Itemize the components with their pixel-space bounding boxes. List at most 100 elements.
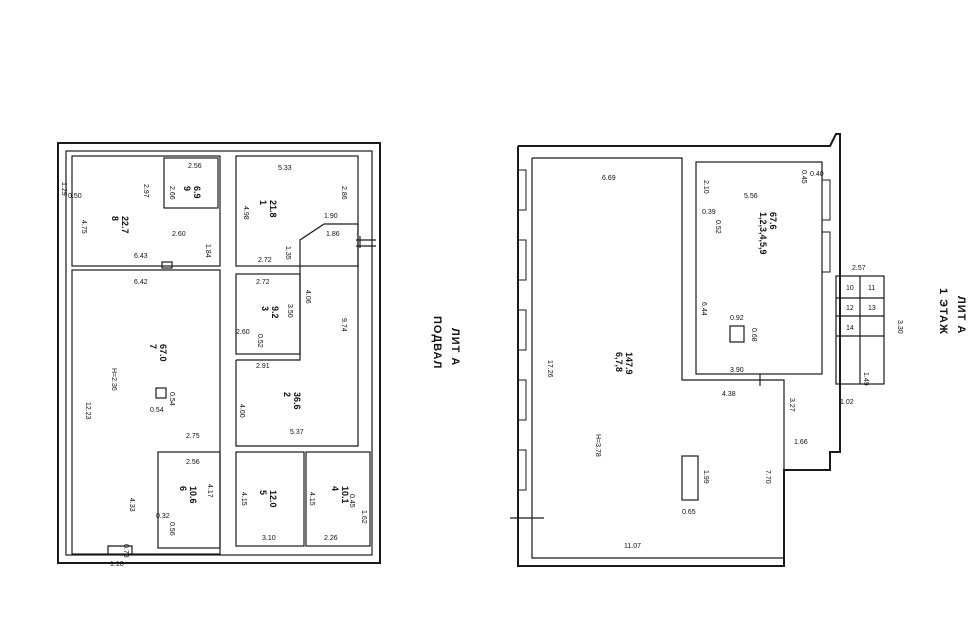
- dimension-label: 0.68: [750, 328, 757, 342]
- window: [517, 239, 527, 281]
- dimension-label: 5.33: [278, 165, 292, 172]
- dimension-label: 2.86: [340, 186, 347, 200]
- niche-mark: [107, 545, 133, 554]
- window: [821, 231, 831, 273]
- basement-outer-wall: [57, 142, 381, 564]
- basement-inner-wall: [65, 150, 373, 556]
- dimension-label: 1.02: [840, 399, 854, 406]
- room-1-9-label: 1,2,3,4,5,9 67.6: [758, 212, 778, 255]
- svg-text:5: 5: [258, 490, 268, 495]
- dimension-label: 0.45: [348, 494, 355, 508]
- first-floor-lit-label: ЛИТ А: [955, 296, 967, 334]
- room-1-9-outline: [695, 161, 823, 375]
- dimension-label: 6.44: [700, 302, 707, 316]
- room-6-7-8-label: 6,7,8 147.9 H=3.78: [594, 352, 634, 457]
- svg-text:H=3.78: H=3.78: [594, 434, 601, 457]
- svg-text:67.0: 67.0: [158, 344, 168, 362]
- dimension-label: 6.69: [602, 175, 616, 182]
- dimension-label: 5.56: [744, 193, 758, 200]
- dimension-label: 2.56: [188, 163, 202, 170]
- dimension-label: 4.17: [206, 484, 213, 498]
- room-2-label: 2 36.6: [282, 392, 302, 410]
- room-3-label: 3 9.2: [260, 306, 280, 319]
- svg-text:9: 9: [182, 186, 192, 191]
- opening-mark: [161, 261, 173, 269]
- first-floor-label: 1 ЭТАЖ: [937, 288, 949, 335]
- dimension-label: 3.90: [730, 367, 744, 374]
- dimension-label: 1.99: [702, 470, 709, 484]
- dimension-label: 0.52: [714, 220, 721, 234]
- dimension-label: 4.38: [722, 391, 736, 398]
- dimension-label: 9.74: [340, 318, 347, 332]
- svg-text:12.0: 12.0: [268, 490, 278, 508]
- window: [517, 379, 527, 421]
- dimension-label: 1.84: [204, 244, 211, 258]
- room-1-outline: [235, 155, 359, 267]
- room-6-7-8-outline: [531, 157, 785, 559]
- dimension-label: 2.60: [172, 231, 186, 238]
- room-9-outline: [163, 157, 219, 209]
- dimension-label: 2.75: [186, 433, 200, 440]
- window: [517, 169, 527, 211]
- svg-text:8: 8: [110, 216, 120, 221]
- dimension-label: 4.98: [242, 206, 249, 220]
- fixture-mark: [729, 325, 745, 343]
- room-10-label: 10: [846, 285, 854, 292]
- dimension-label: 1.90: [324, 213, 338, 220]
- dimension-label: 6.42: [134, 279, 148, 286]
- dimension-label: 0.52: [256, 334, 263, 348]
- dimension-label: 2.91: [256, 363, 270, 370]
- room-5-label: 5 12.0: [258, 490, 278, 508]
- fixture-mark: [681, 455, 699, 501]
- room-12-label: 12: [846, 305, 854, 312]
- basement-lit-label: ЛИТ А: [449, 328, 461, 366]
- dimension-label: 0.56: [168, 522, 175, 536]
- dimension-label: 4.00: [238, 404, 245, 418]
- svg-text:21.8: 21.8: [268, 200, 278, 218]
- first-floor-title: ЛИТ А 1 ЭТАЖ: [937, 288, 967, 335]
- svg-text:H=2.36: H=2.36: [110, 368, 117, 391]
- dimension-label: 1.62: [360, 510, 367, 524]
- dimension-label: 0.65: [682, 509, 696, 516]
- dimension-label: 0.50: [68, 193, 82, 200]
- dimension-label: 2.26: [324, 535, 338, 542]
- svg-text:6,7,8: 6,7,8: [614, 352, 624, 372]
- dimension-label: 2.60: [236, 329, 250, 336]
- window: [517, 449, 527, 491]
- column-mark: [155, 387, 167, 399]
- svg-text:1: 1: [258, 200, 268, 205]
- dimension-label: 11.07: [624, 543, 641, 550]
- room-8-outline: [71, 155, 221, 267]
- svg-text:22.7: 22.7: [120, 216, 130, 234]
- dimension-label: 2.10: [702, 180, 709, 194]
- dimension-label: 4.15: [240, 492, 247, 506]
- dimension-label: 3.10: [262, 535, 276, 542]
- svg-text:9.2: 9.2: [270, 306, 280, 319]
- room-4-outline: [305, 451, 371, 547]
- dimension-label: 2.57: [852, 265, 866, 272]
- dimension-label: 2.56: [186, 459, 200, 466]
- dimension-label: 0.92: [730, 315, 744, 322]
- dimension-label: 5.37: [290, 429, 304, 436]
- first-floor-dimensions: 6.69 17.26 2.10 5.56 0.45 0.40 0.39 0.52…: [546, 170, 903, 550]
- room-9-label: 9 6.9: [182, 186, 202, 199]
- dimension-label: 3.50: [286, 304, 293, 318]
- dimension-label: 17.26: [546, 360, 553, 378]
- svg-text:147.9: 147.9: [624, 352, 634, 375]
- dimension-label: 1.18: [110, 561, 124, 568]
- room-7-outline: [71, 269, 221, 555]
- dimension-label: 0.45: [800, 170, 807, 184]
- dimension-label: 3.27: [788, 398, 795, 412]
- dimension-label: 4.33: [128, 498, 135, 512]
- dimension-label: 2.66: [168, 186, 175, 200]
- svg-text:6.9: 6.9: [192, 186, 202, 199]
- basement-plan: 8 22.7 9 6.9 1 21.8 7 67.0 H=2.36 3 9.2 …: [57, 142, 461, 568]
- svg-text:10.6: 10.6: [188, 486, 198, 504]
- room-11-label: 11: [868, 285, 875, 292]
- dimension-label: 0.54: [168, 392, 175, 406]
- room-6-label: 6 10.6: [178, 486, 198, 504]
- window: [821, 179, 831, 221]
- basement-dimensions: 1.29 0.50 2.97 4.75 2.60 1.84 6.43 2.56 …: [60, 163, 367, 568]
- svg-text:36.6: 36.6: [292, 392, 302, 410]
- room-14-label: 14: [846, 325, 854, 332]
